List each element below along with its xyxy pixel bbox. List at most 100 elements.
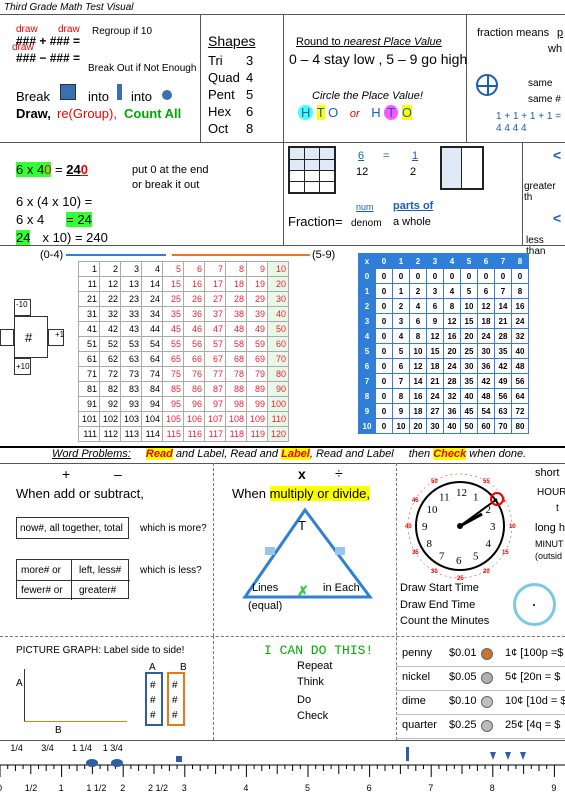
cross-bottom: [14, 358, 31, 375]
hundred-cell: 94: [141, 396, 163, 412]
mult-cell: 63: [494, 403, 512, 419]
mult-cell: 42: [477, 373, 495, 389]
shape-name: Oct: [208, 121, 229, 136]
clock-number: 12: [456, 487, 467, 499]
divider: [0, 446, 565, 448]
hundred-cell: 108: [225, 411, 247, 427]
mult-cell: 2: [358, 298, 376, 314]
draw-label: draw: [58, 24, 80, 35]
right-round-label: (5-9): [312, 249, 336, 261]
mult-cell: 3: [358, 313, 376, 329]
divider: [522, 142, 523, 245]
mult-cell: 0: [443, 268, 461, 284]
hundred-cell: 96: [183, 396, 205, 412]
hundred-cell: 103: [120, 411, 142, 427]
greater-than-icon: <: [553, 147, 562, 163]
hundred-cell: 1: [78, 261, 100, 277]
mult-cell: 0: [426, 268, 444, 284]
place-t: T: [316, 105, 325, 120]
mult-cell: 0: [375, 373, 393, 389]
less-than-icon: <: [553, 210, 562, 226]
hundred-cell: 26: [183, 291, 205, 307]
coin-icon: [481, 648, 493, 660]
rounding-rule: 0 – 4 stay low , 5 – 9 go high: [289, 51, 468, 67]
which-more: which is more?: [140, 523, 207, 534]
fraction-den: 12: [356, 166, 369, 178]
mult-cell: 30: [426, 418, 444, 434]
hundred-cell: 87: [204, 381, 226, 397]
mult-cell: 35: [460, 373, 478, 389]
bar-b: [167, 672, 185, 726]
hundred-cell: 31: [78, 306, 100, 322]
cross-right: [48, 329, 64, 346]
fraction-num: 6: [358, 150, 365, 162]
ruler-fraction: 1/4: [10, 743, 23, 753]
mult-cell: 24: [443, 358, 461, 374]
mult-cell: 20: [409, 418, 427, 434]
place-value-row: H T O or H T O: [298, 105, 412, 120]
hundred-cell: 74: [141, 366, 163, 382]
mult-cell: 7: [392, 373, 410, 389]
same-label: same #: [528, 94, 561, 105]
mult-header-cell: 2: [409, 253, 427, 269]
hundred-cell: 50: [267, 321, 289, 337]
mult-cell: 1: [358, 283, 376, 299]
hundred-cell: 36: [183, 306, 205, 322]
mult-cell: 15: [426, 343, 444, 359]
mult-cell: 6: [409, 313, 427, 329]
hundred-cell: 21: [78, 291, 100, 307]
add-sub-title: When add or subtract,: [16, 486, 144, 501]
left-round-label: (0-4): [40, 249, 64, 261]
circle-title: Circle the Place Value!: [312, 90, 423, 102]
hundred-cell: 115: [162, 426, 184, 442]
mult-cell: 70: [494, 418, 512, 434]
hundred-cell: 4: [141, 261, 163, 277]
hundred-cell: 23: [120, 291, 142, 307]
clock-minute: 20: [483, 569, 490, 575]
draw-end: Draw End Time: [400, 599, 476, 611]
hundred-cell: 27: [204, 291, 226, 307]
mult-cell: 7: [494, 283, 512, 299]
mult-cell: 0: [477, 268, 495, 284]
cross-left: [0, 329, 14, 346]
hundred-cell: 57: [204, 336, 226, 352]
greater-than: greater th: [524, 181, 556, 203]
clock-minute: 15: [502, 550, 509, 556]
mult-cell: 45: [460, 403, 478, 419]
hundred-cell: 58: [225, 336, 247, 352]
mult-cell: 40: [443, 418, 461, 434]
hundred-cell: 30: [267, 291, 289, 307]
mult-cell: 15: [460, 313, 478, 329]
hundred-cell: 62: [99, 351, 121, 367]
mult-header-cell: 5: [460, 253, 478, 269]
mult-cell: 0: [375, 298, 393, 314]
fraction-eq-label: Fraction=: [288, 214, 343, 229]
mult-cell: 49: [494, 373, 512, 389]
hundred-cell: 60: [267, 336, 289, 352]
coin-divider: [396, 666, 565, 667]
hundred-cell: 5: [162, 261, 184, 277]
axis-a-label: A: [16, 678, 23, 689]
mult-cell: 40: [460, 388, 478, 404]
coin-value: $0.25: [449, 719, 477, 731]
hundred-cell: 15: [162, 276, 184, 292]
shape-name: Quad: [208, 70, 240, 85]
shape-sides: 4: [246, 70, 254, 85]
mult-cell: 8: [443, 298, 461, 314]
fraction-sum: 1 + 1 + 1 + 1 =: [496, 111, 562, 122]
hundred-cell: 89: [246, 381, 268, 397]
hundred-cell: 117: [204, 426, 226, 442]
clock-minute: 45: [412, 498, 419, 504]
hundred-cell: 53: [120, 336, 142, 352]
hundred-cell: 114: [141, 426, 163, 442]
mult-cell: 8: [392, 388, 410, 404]
hundred-cell: 17: [204, 276, 226, 292]
plus-sign: +: [62, 466, 71, 482]
shape-sides: 3: [246, 53, 254, 68]
ruler-number: 1: [59, 783, 64, 793]
divider: [213, 636, 214, 740]
